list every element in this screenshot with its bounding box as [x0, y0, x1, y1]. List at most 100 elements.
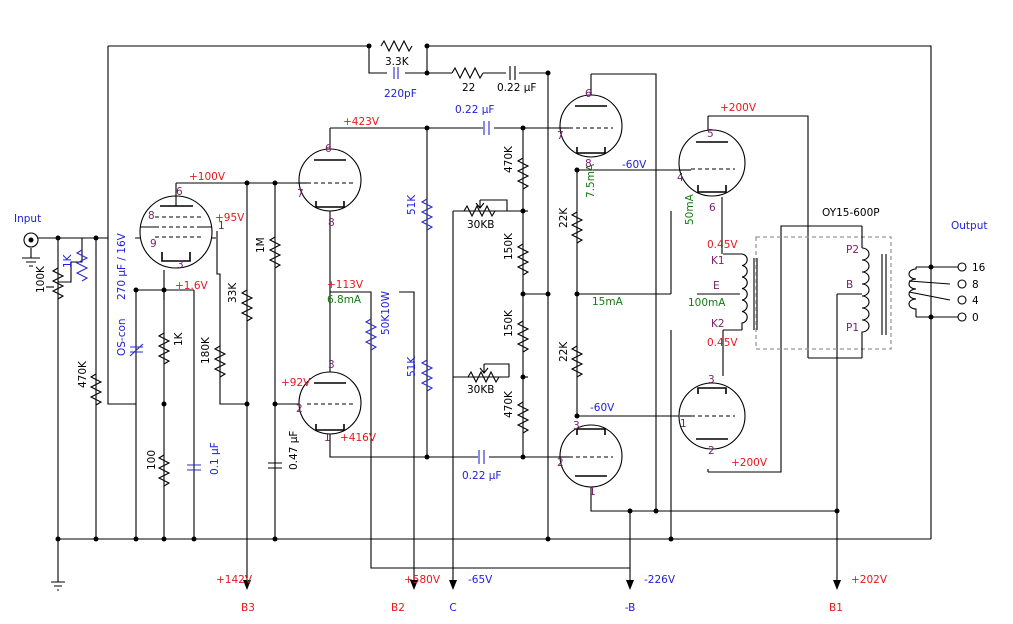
output-tap-labels: 16 8 4 0 [972, 262, 986, 324]
current-label-vertical-1: 7.5mA [585, 163, 597, 198]
component-label-vertical-20: OS-con [116, 318, 128, 356]
component-label-vertical-7: 22K [558, 207, 570, 228]
pin-label-12: 6 [585, 88, 592, 100]
transformer-tap-b: B [846, 279, 853, 291]
component-label-vertical-6: 51K [406, 356, 418, 377]
voltage-label-12: -60V [622, 159, 647, 171]
capacitors [129, 66, 516, 471]
component-label-vertical-14: 100K [35, 265, 47, 293]
component-label-5: 0.22 μF [455, 104, 494, 116]
6336a-upper-tube [678, 129, 746, 197]
pin-label-7: 7 [297, 188, 304, 200]
supply-label-3: C [449, 602, 456, 614]
voltage-label-13: -60V [590, 402, 615, 414]
component-label-vertical-21: 50K10W [380, 290, 392, 335]
misc [22, 43, 967, 591]
pin-label-14: 8 [585, 158, 592, 170]
pin-label-4: 9 [150, 238, 157, 250]
transformer-tap-p1: P1 [846, 322, 859, 334]
current-label-3: 100mA [688, 297, 726, 309]
voltage-label-9: +200V [731, 457, 768, 469]
supply-label-5: B1 [829, 602, 843, 614]
voltage-label-11: 0.45V [707, 337, 738, 349]
voltage-label-4: +1.6V [175, 280, 208, 292]
pin-label-15: 3 [573, 420, 580, 432]
pin-label-20: 6 [709, 202, 716, 214]
pin-label-21: 3 [708, 374, 715, 386]
component-label-vertical-10: 33K [227, 282, 239, 303]
current-label-2: 15mA [592, 296, 624, 308]
pin-label-3: 1 [218, 220, 225, 232]
pin-label-2: 8 [148, 210, 155, 222]
choke-tap-e: E [713, 280, 720, 292]
component-label-vertical-9: 1M [255, 237, 267, 253]
output-tap-4: 0 [972, 312, 979, 324]
output-tap-3: 4 [972, 295, 979, 307]
supply-label-2: B2 [391, 602, 405, 614]
component-label-vertical-19: 270 μF / 16V [116, 232, 128, 300]
resistors [46, 39, 584, 487]
voltage-label-1: +423V [343, 116, 380, 128]
component-label-vertical-11: 180K [200, 336, 212, 364]
pin-label-6: 6 [325, 143, 332, 155]
output-tap-1: 16 [972, 262, 986, 274]
pin-label-19: 4 [677, 172, 684, 184]
voltage-label-15: +580V [404, 574, 441, 586]
component-label-3: 22 [462, 82, 475, 94]
component-label-vertical-1: 470K [503, 145, 515, 173]
component-label-vertical-3: 150K [503, 309, 515, 337]
pin-label-16: 2 [557, 457, 564, 469]
transformer-tap-p2: P2 [846, 244, 859, 256]
12bh7a-upper-tube [558, 94, 623, 158]
voltage-label-18: +202V [851, 574, 888, 586]
component-label-vertical-8: 22K [558, 341, 570, 362]
pin-label-13: 7 [557, 130, 564, 142]
tubes [139, 94, 746, 488]
pin-label-5: 3 [177, 259, 184, 271]
component-label-vertical-4: 470K [503, 390, 515, 418]
pin-label-1: 6 [176, 186, 183, 198]
supply-label-4: -B [625, 602, 636, 614]
voltage-label-3: +95V [215, 212, 245, 224]
voltage-label-16: -65V [468, 574, 493, 586]
pin-label-23: 2 [708, 445, 715, 457]
ecc85-lower-tube [298, 371, 362, 435]
component-label-vertical-5: 51K [406, 194, 418, 215]
pin-label-17: 1 [589, 486, 596, 498]
pin-label-22: 1 [680, 418, 687, 430]
component-label-7: 30KB [467, 219, 494, 231]
voltage-labels: +423V+100V+95V+1.6V+113V+92V+416V+200V+2… [175, 102, 888, 586]
pin-label-8: 8 [328, 217, 335, 229]
input-label: Input [14, 213, 41, 225]
supply-label-1: B3 [241, 602, 255, 614]
voltage-label-2: +100V [189, 171, 226, 183]
pin-label-10: 2 [296, 403, 303, 415]
voltage-label-14: +142V [216, 574, 253, 586]
component-label-vertical-2: 150K [503, 232, 515, 260]
voltage-label-7: +416V [340, 432, 377, 444]
12bh7a-lower-tube [558, 424, 623, 488]
voltage-label-10: 0.45V [707, 239, 738, 251]
component-label-6: 0.22 μF [462, 470, 501, 482]
transformer-label: OY15-600P [822, 207, 880, 219]
choke-tap-k2: K2 [711, 318, 725, 330]
output-label: Output [951, 220, 987, 232]
pin-label-9: 3 [328, 359, 335, 371]
voltage-label-17: -226V [644, 574, 676, 586]
6336a-lower-tube [678, 382, 746, 450]
voltage-label-5: +113V [327, 279, 364, 291]
component-label-vertical-15: 470K [77, 360, 89, 388]
voltage-label-8: +200V [720, 102, 757, 114]
component-label-1: 3.3K [385, 56, 410, 68]
component-label-vertical-18: 0.47 μF [288, 431, 300, 470]
output-tap-2: 8 [972, 279, 979, 291]
component-label-vertical-13: 1K [62, 253, 74, 268]
choke-tap-k1: K1 [711, 255, 725, 267]
component-label-vertical-17: 0.1 μF [209, 442, 221, 475]
ef86-tube [139, 195, 213, 269]
ecc85-upper-tube [296, 148, 362, 212]
pin-label-18: 5 [707, 128, 714, 140]
